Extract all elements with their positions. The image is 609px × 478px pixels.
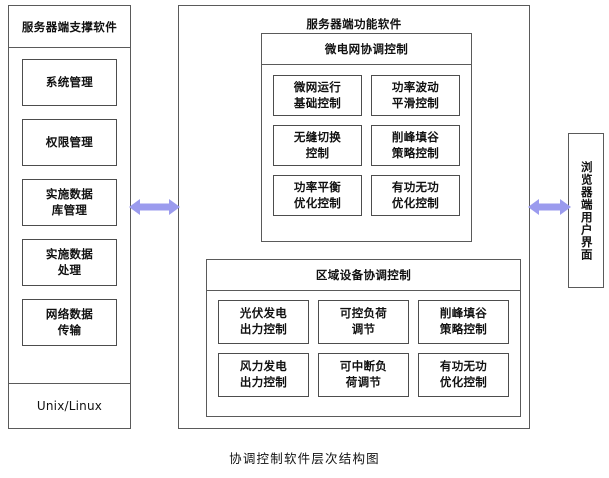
browser-client-ui-panel: 浏览器端用户界面 (568, 133, 604, 288)
double-arrow-support-to-function-icon (129, 199, 180, 215)
regional-module-box[interactable]: 风力发电出力控制 (218, 353, 309, 397)
regional-device-coordination-section: 区域设备协调控制 光伏发电出力控制 可控负荷调节 削峰填谷策略控制 风力发电出力… (206, 259, 521, 417)
regional-module-box[interactable]: 可中断负荷调节 (318, 353, 409, 397)
double-arrow-function-to-browser-icon (528, 199, 571, 215)
microgrid-module-box[interactable]: 有功无功优化控制 (371, 175, 460, 216)
server-function-software-title: 服务器端功能软件 (306, 17, 402, 31)
regional-module-box[interactable]: 光伏发电出力控制 (218, 300, 309, 344)
operating-system-label: Unix/Linux (9, 383, 130, 427)
microgrid-module-grid: 微网运行基础控制 功率波动平滑控制 无缝切换控制 削峰填谷策略控制 功率平衡优化… (262, 65, 471, 226)
microgrid-module-box[interactable]: 微网运行基础控制 (273, 75, 362, 116)
support-module-box[interactable]: 实施数据处理 (22, 239, 117, 286)
server-function-software-panel: 服务器端功能软件 微电网协调控制 微网运行基础控制 功率波动平滑控制 无缝切换控… (178, 5, 530, 429)
support-module-box[interactable]: 网络数据传输 (22, 299, 117, 346)
support-module-box[interactable]: 系统管理 (22, 59, 117, 106)
server-support-software-panel: 服务器端支撑软件 系统管理 权限管理 实施数据库管理 实施数据处理 网络数据传输… (8, 5, 131, 429)
microgrid-coordination-section: 微电网协调控制 微网运行基础控制 功率波动平滑控制 无缝切换控制 削峰填谷策略控… (261, 33, 472, 242)
server-support-software-body: 系统管理 权限管理 实施数据库管理 实施数据处理 网络数据传输 (9, 48, 130, 383)
regional-module-grid: 光伏发电出力控制 可控负荷调节 削峰填谷策略控制 风力发电出力控制 可中断负荷调… (207, 291, 520, 406)
regional-module-box[interactable]: 可控负荷调节 (318, 300, 409, 344)
support-module-box[interactable]: 实施数据库管理 (22, 179, 117, 226)
regional-module-box[interactable]: 有功无功优化控制 (418, 353, 509, 397)
microgrid-module-box[interactable]: 功率平衡优化控制 (273, 175, 362, 216)
regional-device-coordination-header: 区域设备协调控制 (207, 260, 520, 291)
regional-module-box[interactable]: 削峰填谷策略控制 (418, 300, 509, 344)
microgrid-coordination-header: 微电网协调控制 (262, 34, 471, 65)
browser-client-ui-label: 浏览器端用户界面 (579, 160, 594, 261)
microgrid-module-box[interactable]: 无缝切换控制 (273, 125, 362, 166)
microgrid-module-box[interactable]: 功率波动平滑控制 (371, 75, 460, 116)
microgrid-module-box[interactable]: 削峰填谷策略控制 (371, 125, 460, 166)
server-support-software-header: 服务器端支撑软件 (9, 6, 130, 48)
support-module-box[interactable]: 权限管理 (22, 119, 117, 166)
figure-caption: 协调控制软件层次结构图 (229, 451, 380, 466)
